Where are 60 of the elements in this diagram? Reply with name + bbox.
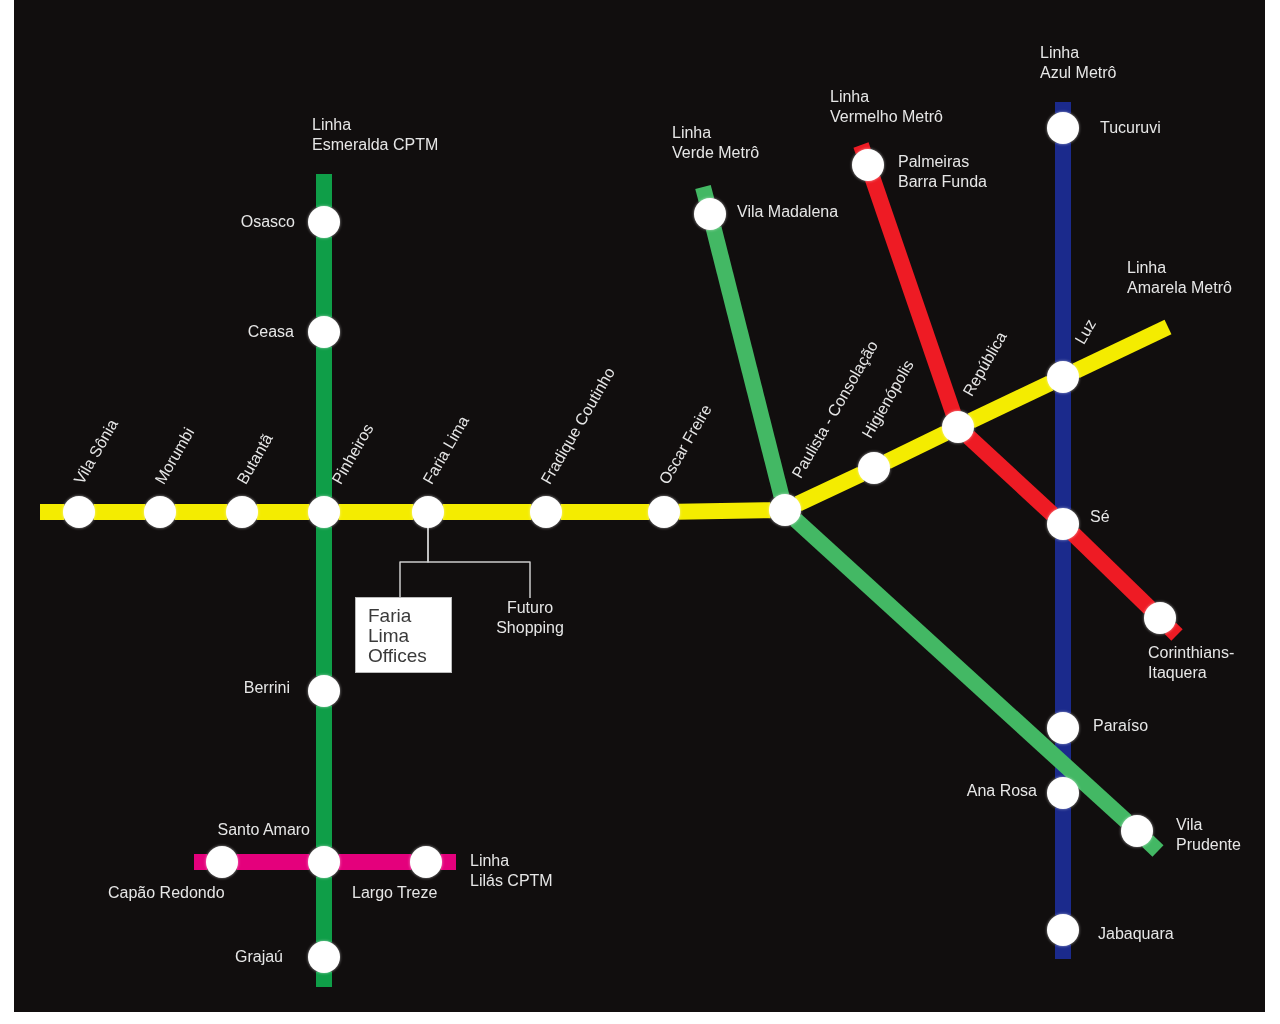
metro-line — [790, 513, 1132, 828]
metro-line — [236, 854, 310, 870]
metro-line — [560, 504, 650, 520]
metro-line — [967, 375, 1054, 429]
metro-line — [1055, 807, 1071, 916]
metro-line — [194, 854, 208, 870]
metro-line — [1055, 944, 1071, 959]
station-name: Osasco — [240, 212, 295, 232]
station-name: Vila Prudente — [1176, 815, 1242, 855]
station-name: Berrini — [243, 678, 290, 698]
metro-line — [1072, 319, 1172, 378]
station-name: Corinthians-Itaquera — [1148, 643, 1236, 683]
station-name: Luz — [1070, 315, 1101, 348]
station-name: Sé — [1090, 507, 1110, 527]
metro-line — [174, 504, 228, 520]
metro-line — [1055, 142, 1071, 363]
station-name: Jabaquara — [1098, 924, 1174, 944]
metro-line — [338, 504, 414, 520]
metro-line — [1055, 391, 1071, 510]
metro-line — [1067, 528, 1156, 614]
metro-line — [316, 174, 332, 208]
metro-line — [338, 854, 412, 870]
metro-line — [678, 502, 771, 520]
station-name: Grajaú — [234, 947, 283, 967]
metro-line — [963, 430, 1058, 521]
metro-line — [695, 184, 715, 203]
metro-line — [705, 226, 790, 498]
metro-line — [316, 526, 332, 677]
destination-label: Futuro Shopping — [478, 598, 582, 638]
station-name: Capão Redondo — [108, 883, 225, 903]
line-name: Linha Vermelho Metrô — [830, 87, 943, 127]
station-name: Santo Amaro — [217, 820, 310, 840]
line-name: Linha Amarela Metrô — [1127, 258, 1232, 298]
metro-line — [1055, 742, 1071, 779]
station-name: Ceasa — [247, 322, 294, 342]
metro-line — [256, 504, 310, 520]
metro-line — [883, 426, 949, 469]
line-name: Linha Esmeralda CPTM — [312, 115, 439, 155]
metro-line — [93, 504, 146, 520]
station-name: Ana Rosa — [966, 781, 1037, 801]
line-name: Linha Verde Metrô — [672, 123, 760, 163]
metro-line — [440, 854, 456, 870]
station-name: Vila Madalena — [737, 202, 839, 222]
metro-line — [794, 466, 865, 512]
metro-line — [1055, 538, 1071, 714]
metro-line — [40, 504, 65, 520]
station-name: Paraíso — [1093, 716, 1149, 736]
metro-line — [865, 176, 961, 416]
sign-box: Faria Lima Offices — [355, 597, 452, 673]
metro-line — [316, 971, 332, 987]
line-name: Linha Lilás CPTM — [470, 851, 553, 891]
metro-line — [316, 705, 332, 848]
station-name: Largo Treze — [352, 883, 438, 903]
line-name: Linha Azul Metrô — [1040, 43, 1117, 83]
station-name: Palmeiras Barra Funda — [898, 152, 988, 192]
metro-line — [316, 236, 332, 318]
station-name: Tucuruvi — [1100, 118, 1161, 138]
metro-line — [316, 346, 332, 498]
metro-line — [442, 504, 532, 520]
metro-line — [316, 876, 332, 943]
